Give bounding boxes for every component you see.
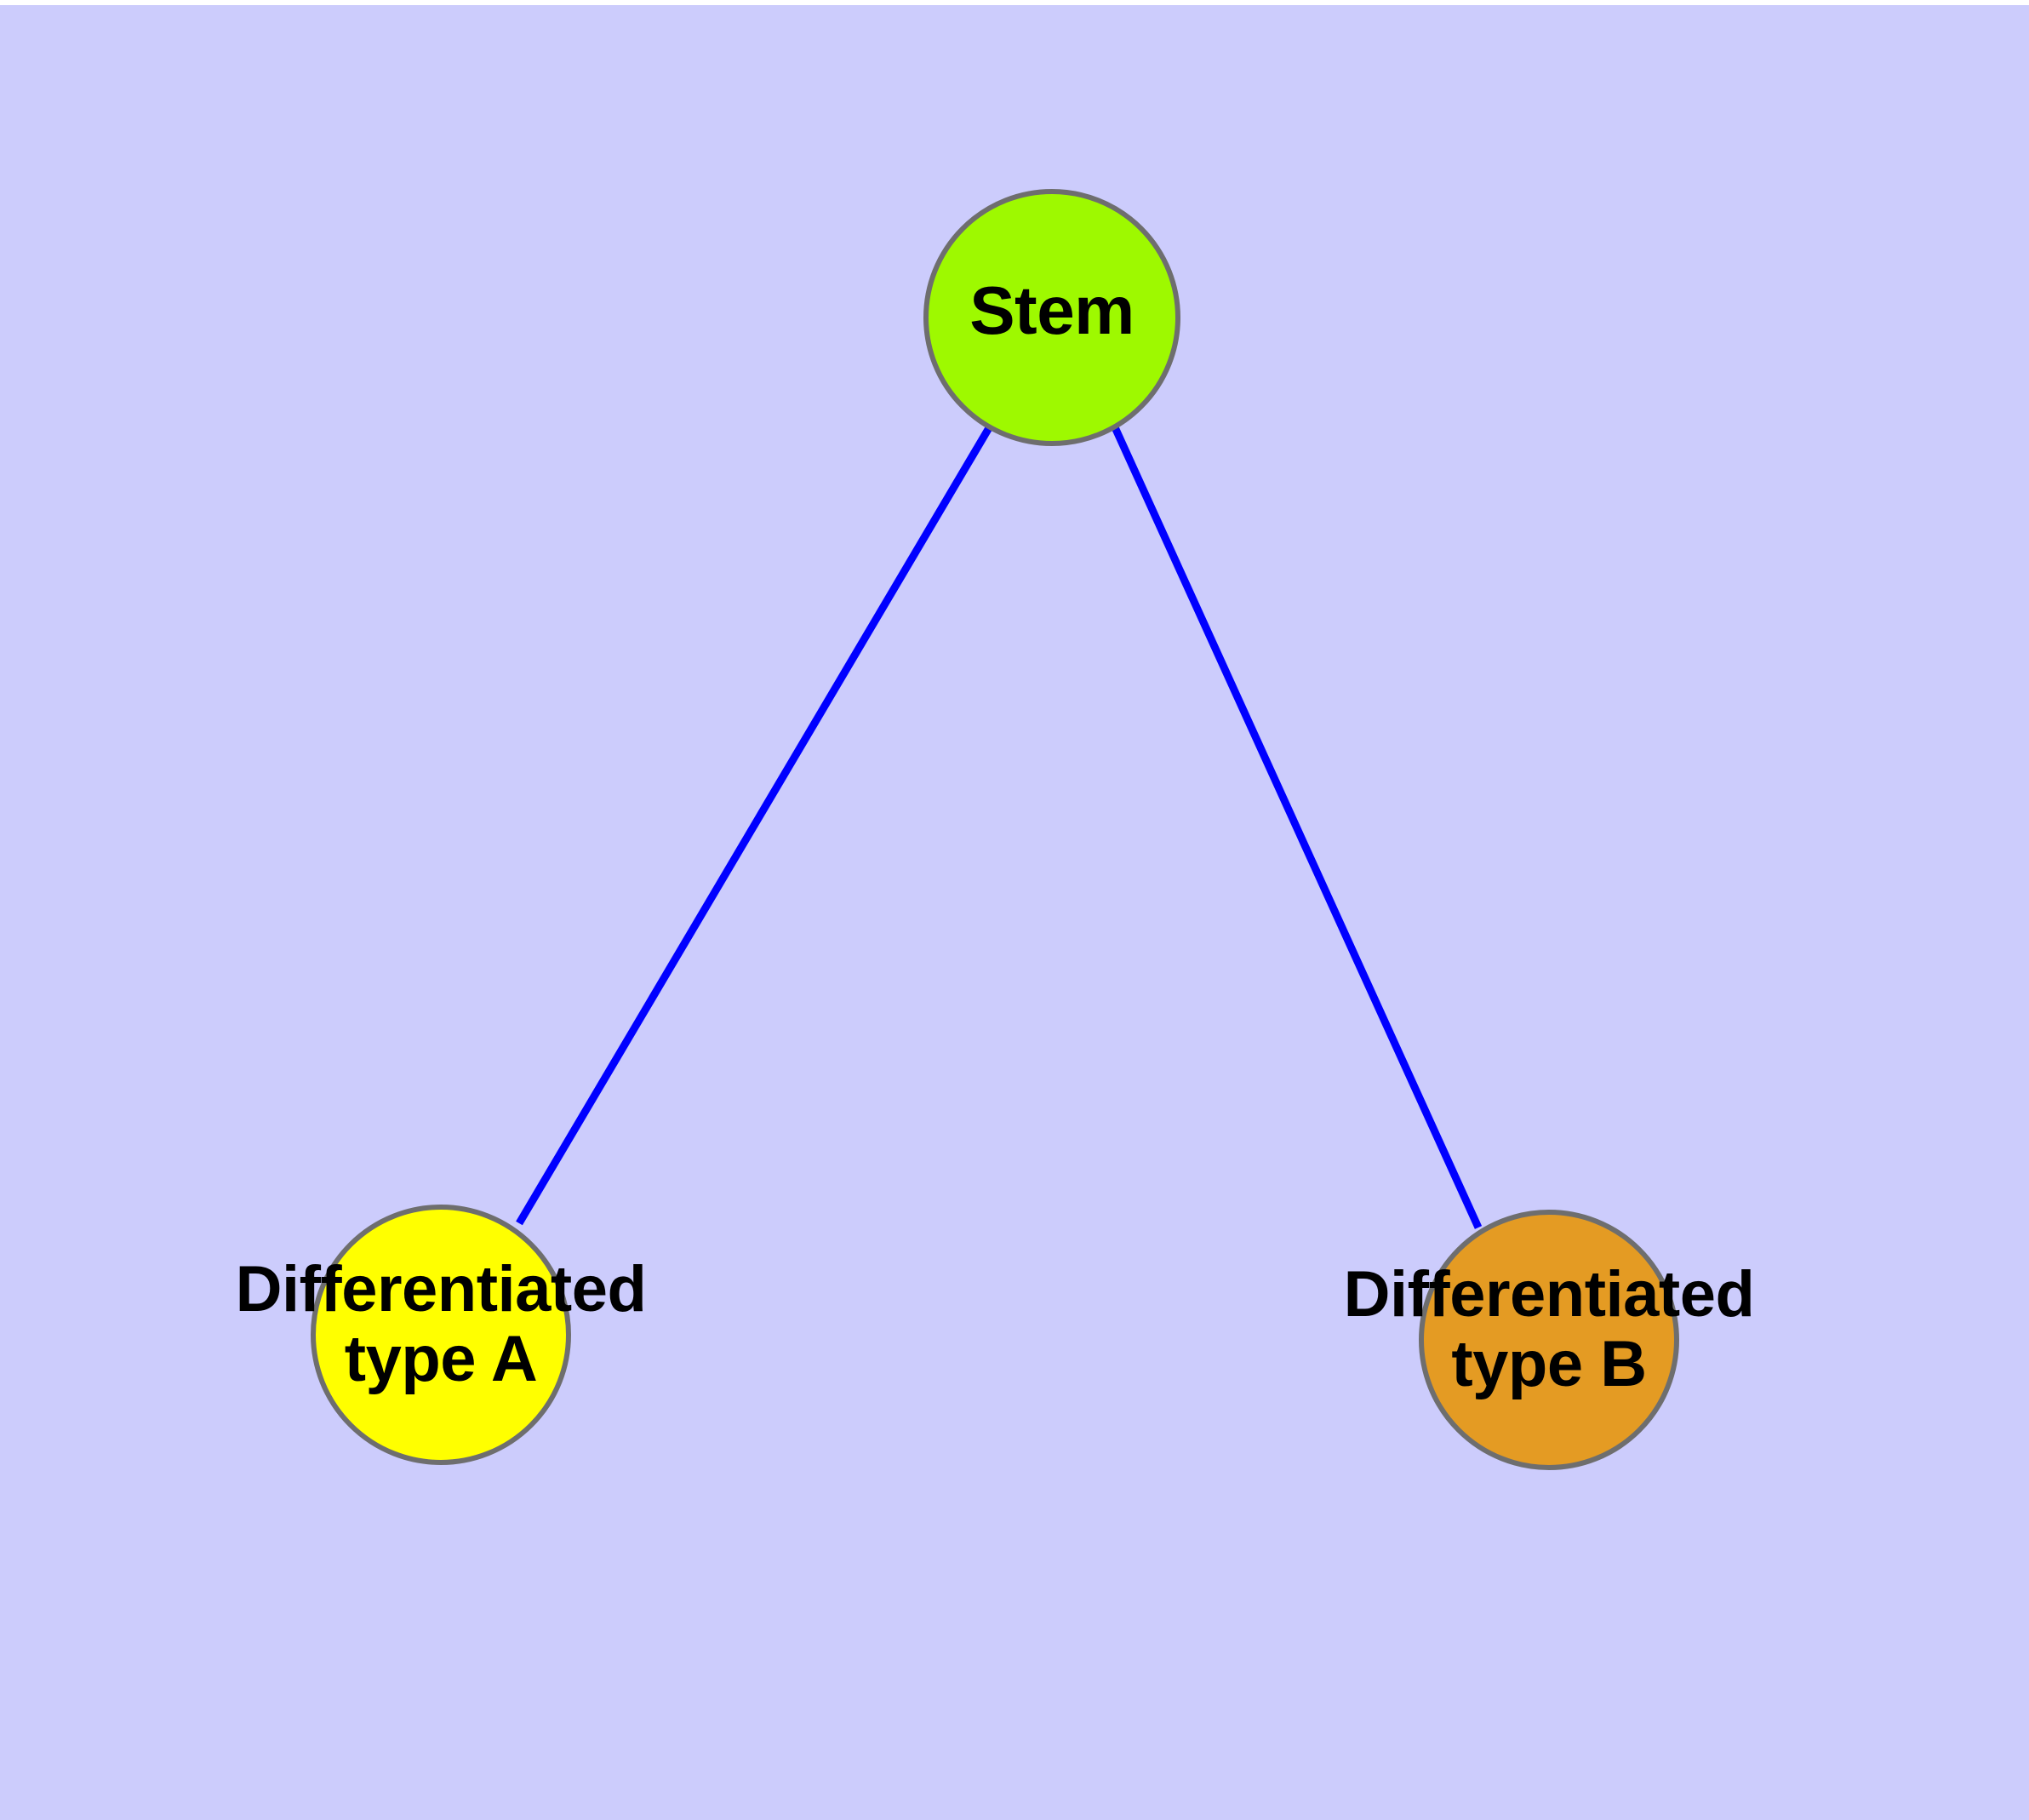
node-diff-a-circle[interactable] [311, 1205, 571, 1465]
edge-stem-to-diff-b[interactable] [1111, 426, 1483, 1229]
node-stem-circle[interactable] [923, 189, 1180, 446]
top-white-strip [0, 0, 2029, 5]
edge-stem-to-diff-a[interactable] [516, 424, 993, 1226]
node-diff-b-circle[interactable] [1419, 1210, 1679, 1470]
